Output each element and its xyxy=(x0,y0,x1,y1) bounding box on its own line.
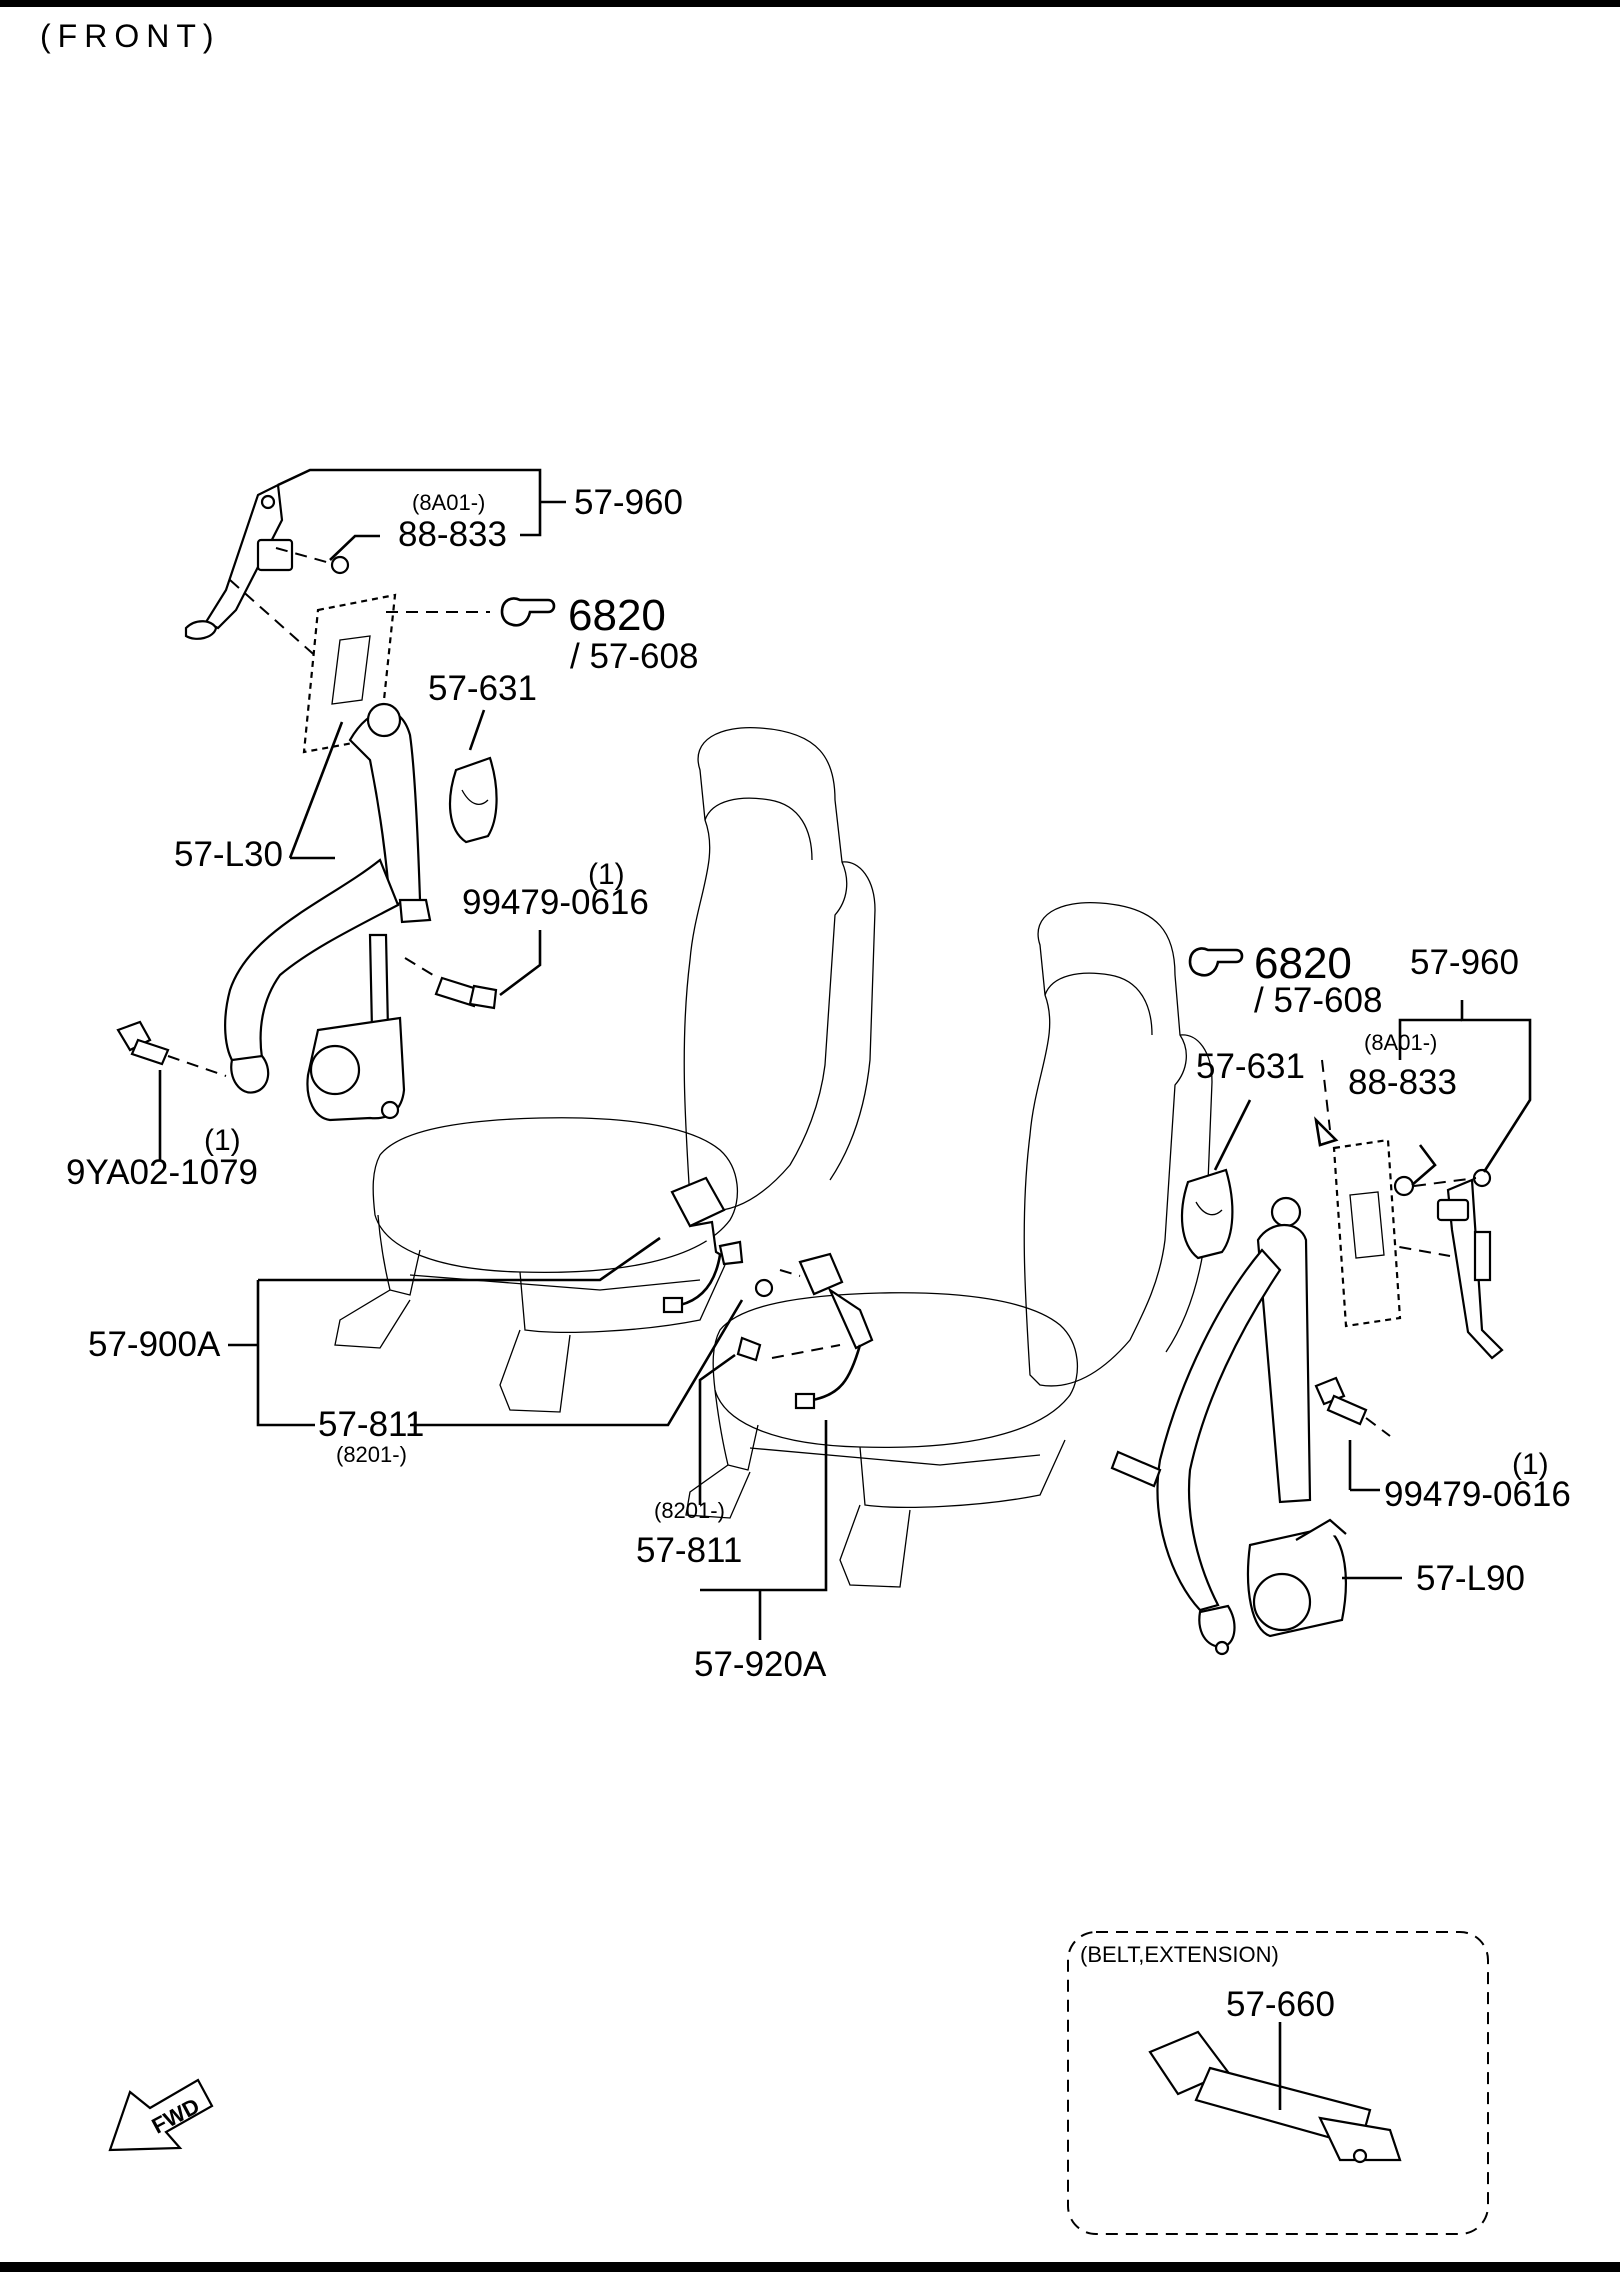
right-seat-buckle xyxy=(736,1252,874,1410)
label-8201-mid: (8201-) xyxy=(654,1498,725,1523)
label-57-811-left: 57-811 xyxy=(318,1405,424,1444)
label-57-960-right: 57-960 xyxy=(1410,943,1519,982)
section-title: (FRONT) xyxy=(40,18,221,54)
label-9ya02-1079: 9YA02-1079 xyxy=(66,1153,258,1192)
label-qty-left-bolt: (1) xyxy=(588,858,625,891)
fwd-arrow-icon xyxy=(108,2078,214,2152)
right-front-seat xyxy=(685,901,1213,1588)
left-belt-webbing xyxy=(224,702,432,1094)
left-buckle-bolt xyxy=(754,1278,774,1298)
reference-icon-right xyxy=(1188,947,1244,977)
label-57-608-left: / 57-608 xyxy=(570,637,698,676)
label-57-l30: 57-L30 xyxy=(174,835,283,874)
belt-extension-box xyxy=(1067,1931,1489,2235)
left-bolt-9ya02 xyxy=(116,1020,227,1077)
label-57-660: 57-660 xyxy=(1226,1985,1335,2024)
label-99479-right: 99479-0616 xyxy=(1384,1475,1571,1514)
leader-lines xyxy=(158,468,1532,2110)
label-57-900a: 57-900A xyxy=(88,1325,221,1364)
top-rule xyxy=(0,0,1620,7)
label-6820-left: 6820 xyxy=(568,591,666,640)
left-bolt-99479 xyxy=(404,957,498,1010)
label-8a01-left: (8A01-) xyxy=(412,490,485,515)
label-57-l90: 57-L90 xyxy=(1416,1559,1525,1598)
label-57-631-left: 57-631 xyxy=(428,669,537,708)
label-57-811-mid: 57-811 xyxy=(636,1531,742,1570)
right-height-adjuster-plate xyxy=(1314,1059,1402,1328)
label-88-833-left: 88-833 xyxy=(398,515,507,554)
right-retractor xyxy=(1246,1518,1347,1638)
bottom-rule xyxy=(0,2262,1620,2272)
left-bolt-88-833 xyxy=(330,555,350,575)
label-88-833-right: 88-833 xyxy=(1348,1063,1457,1102)
label-belt-extension: (BELT,EXTENSION) xyxy=(1080,1942,1279,1967)
right-bolt-99479 xyxy=(1314,1376,1391,1437)
label-99479-left: 99479-0616 xyxy=(462,883,649,922)
left-anchor-bracket xyxy=(184,483,350,661)
label-57-608-right: / 57-608 xyxy=(1254,981,1382,1020)
reference-icon-left xyxy=(500,597,556,627)
left-retractor xyxy=(306,1016,406,1122)
left-seat-buckle xyxy=(662,1176,774,1314)
right-belt-guide-57-631 xyxy=(1180,1168,1234,1260)
belt-extension-part xyxy=(1148,2030,1402,2164)
right-belt-webbing xyxy=(1110,1196,1312,1656)
right-bolt-88-833 xyxy=(1393,1175,1415,1197)
left-front-seat xyxy=(334,726,876,1413)
part-labels: 57-960 (8A01-) 88-833 6820 / 57-608 57-6… xyxy=(66,483,1571,2139)
label-57-631-right: 57-631 xyxy=(1196,1047,1305,1086)
right-anchor-bracket xyxy=(1359,1168,1504,1360)
label-qty-9ya02: (1) xyxy=(204,1124,241,1157)
label-qty-right-bolt: (1) xyxy=(1512,1448,1549,1481)
label-57-920a: 57-920A xyxy=(694,1645,827,1684)
left-belt-guide-57-631 xyxy=(448,756,498,844)
label-8a01-right: (8A01-) xyxy=(1364,1030,1437,1055)
label-57-960-left: 57-960 xyxy=(574,483,683,522)
label-6820-right: 6820 xyxy=(1254,939,1352,988)
label-8201-left: (8201-) xyxy=(336,1442,407,1467)
